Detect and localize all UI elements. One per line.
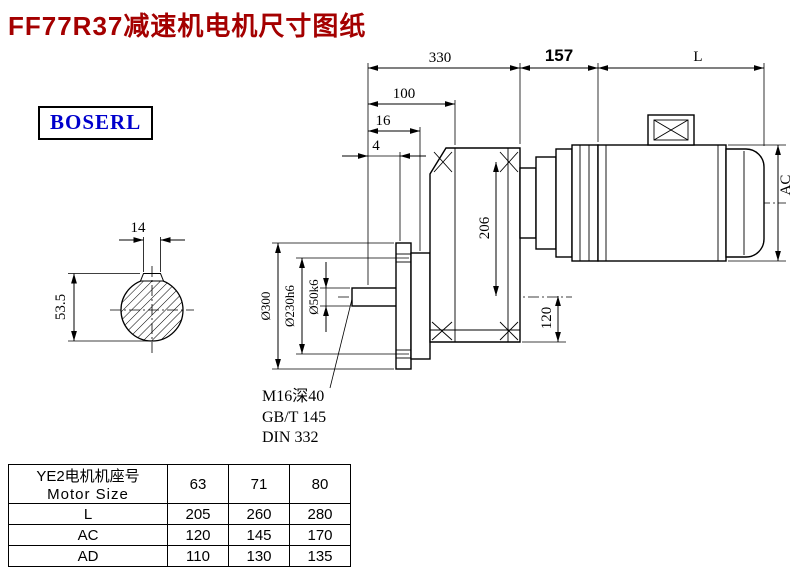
- header-size-71: 71: [228, 464, 290, 504]
- output-shaft: [351, 287, 399, 307]
- gear-housing: [429, 147, 521, 343]
- header-size-63: 63: [167, 464, 229, 504]
- diameter-dimensions: Ø300 Ø230h6 Ø50k6: [258, 242, 409, 370]
- housing-dimensions: 206 120 AC: [477, 144, 794, 343]
- dim-L: L: [693, 49, 702, 65]
- row-label: AD: [8, 545, 168, 567]
- page-title: FF77R37减速机电机尺寸图纸: [8, 11, 367, 41]
- dim-157: 157: [545, 46, 573, 65]
- cell: 260: [228, 503, 290, 525]
- header-line2: Motor Size: [47, 486, 129, 503]
- bell-housing: [535, 156, 557, 250]
- motor-side-view: [519, 114, 765, 262]
- cell: 280: [289, 503, 351, 525]
- brand-logo: BOSERL: [38, 106, 154, 140]
- housing-rib-crosses: [431, 151, 519, 341]
- header-line1: YE2电机机座号: [36, 468, 140, 485]
- note-std1: GB/T 145: [262, 409, 326, 426]
- dim-AC: AC: [778, 175, 794, 196]
- table-row-L: L 205 260 280: [8, 503, 351, 525]
- gearbox-side-view: [351, 147, 521, 370]
- cell: 205: [167, 503, 229, 525]
- shaft-section-view: 14 53.5: [53, 220, 194, 354]
- dim-330: 330: [429, 50, 452, 66]
- motor-dimension-table: YE2电机机座号 Motor Size 63 71 80 L 205 260 2…: [8, 464, 351, 567]
- motor-flange: [571, 144, 599, 262]
- dim-flange-od: Ø300: [258, 292, 273, 321]
- dim-16: 16: [376, 113, 392, 129]
- dim-4: 4: [372, 138, 380, 154]
- input-adapter: [519, 167, 537, 239]
- cell: 170: [289, 524, 351, 546]
- cell: 130: [228, 545, 290, 567]
- keyway-slot: [139, 273, 165, 282]
- row-label: AC: [8, 524, 168, 546]
- motor-body: [597, 144, 727, 262]
- flange-hub: [410, 252, 431, 360]
- header-size-80: 80: [289, 464, 351, 504]
- header-motor-size-cell: YE2电机机座号 Motor Size: [8, 464, 168, 504]
- table-row-AD: AD 110 130 135: [8, 545, 351, 567]
- dim-100: 100: [393, 86, 416, 102]
- shaft-end-notes: M16深40 GB/T 145 DIN 332: [262, 298, 353, 446]
- dim-key-height: 53.5: [53, 294, 69, 320]
- dim-120: 120: [539, 307, 555, 330]
- dim-206: 206: [477, 216, 493, 239]
- cell: 145: [228, 524, 290, 546]
- table-header-row: YE2电机机座号 Motor Size 63 71 80: [8, 464, 351, 504]
- table-row-AC: AC 120 145 170: [8, 524, 351, 546]
- top-dimensions: 330 157 L 100 16 4: [342, 46, 765, 285]
- cell: 110: [167, 545, 229, 567]
- cell: 135: [289, 545, 351, 567]
- dim-shaft: Ø50k6: [306, 279, 321, 315]
- note-std2: DIN 332: [262, 429, 318, 446]
- bell-housing-step: [555, 148, 573, 258]
- dim-key-width: 14: [131, 220, 147, 236]
- cell: 120: [167, 524, 229, 546]
- dim-spigot: Ø230h6: [282, 285, 297, 327]
- note-tap: M16深40: [262, 387, 324, 405]
- row-label: L: [8, 503, 168, 525]
- fan-cover: [725, 148, 765, 258]
